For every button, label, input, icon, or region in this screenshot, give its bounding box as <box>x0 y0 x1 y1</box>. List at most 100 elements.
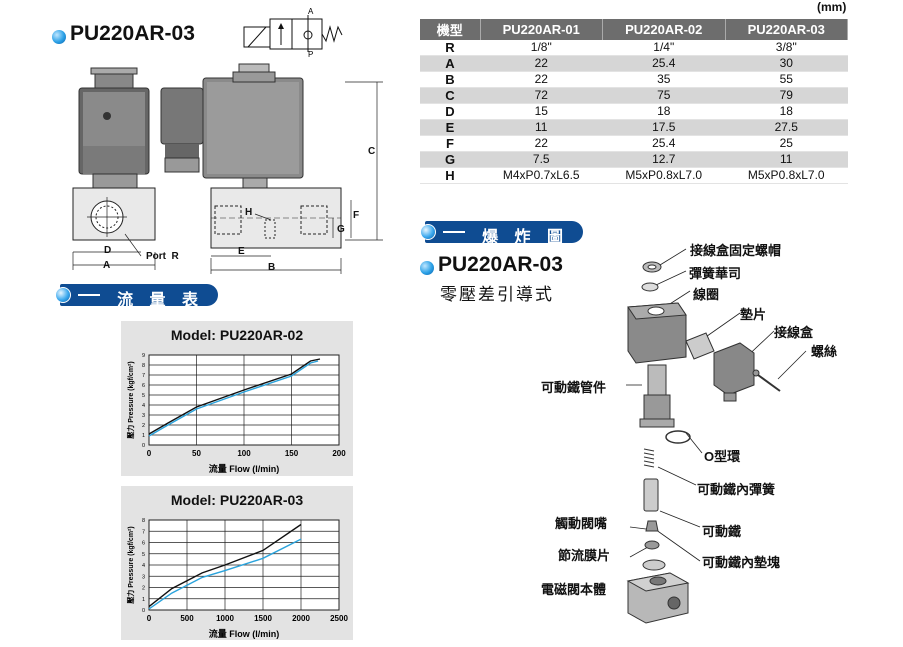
x-tick-label: 2000 <box>292 614 310 623</box>
chart-title-02: Model: PU220AR-02 <box>170 327 304 343</box>
flow-section-bullet <box>55 287 71 303</box>
dim-c-label: C <box>368 146 376 157</box>
y-tick-label: 8 <box>142 363 145 369</box>
dim-d-label: D <box>104 245 112 256</box>
y-tick-label: 0 <box>142 443 145 449</box>
series-line-0 <box>148 523 302 608</box>
part-label-nozzle: 觸動閥嘴 <box>555 516 608 531</box>
spec-cell: 22 <box>480 71 603 89</box>
spec-row-key: C <box>420 87 480 105</box>
model-title: PU220AR-03 <box>70 22 195 45</box>
part-label-washer: 彈簧華司 <box>689 266 742 281</box>
spec-header-cell: PU220AR-03 <box>725 19 848 40</box>
y-tick-label: 5 <box>142 552 145 558</box>
spec-row-key: R <box>420 40 480 57</box>
unit-label: (mm) <box>817 0 847 14</box>
y-tick-label: 5 <box>142 393 145 399</box>
x-tick-label: 0 <box>147 614 152 623</box>
spec-cell: 25.4 <box>602 55 725 73</box>
x-tick-label: 1500 <box>254 614 272 623</box>
spec-cell: 1/8" <box>480 40 603 57</box>
flow-section-bar: 流 量 表 <box>60 284 218 309</box>
spec-header-cell: PU220AR-01 <box>480 19 603 40</box>
spec-cell: 7.5 <box>480 151 603 169</box>
port-r-label: Port R <box>146 251 179 262</box>
series-line-1 <box>148 538 302 610</box>
spec-row-key: F <box>420 135 480 153</box>
spec-header-cell: PU220AR-02 <box>602 19 726 40</box>
y-tick-label: 6 <box>142 383 145 389</box>
part-label-nut: 接線盒固定螺帽 <box>690 243 782 258</box>
y-axis-label: 壓力 Pressure (kgf/cm²) <box>126 361 135 439</box>
dim-b-label: B <box>268 262 276 273</box>
spec-cell: 18 <box>602 103 725 121</box>
valve-symbol-icon: A P <box>243 7 343 57</box>
x-tick-label: 1000 <box>216 614 234 623</box>
spec-cell: 27.5 <box>725 119 848 137</box>
symbol-port-a: A <box>308 7 314 16</box>
y-tick-label: 6 <box>142 541 145 547</box>
exploded-section-bullet <box>420 224 436 240</box>
spec-cell: M4xP0.7xL6.5 <box>480 167 603 185</box>
y-axis-label: 壓力 Pressure (kgf/cm²) <box>126 526 135 604</box>
x-tick-label: 500 <box>180 614 194 623</box>
symbol-port-p: P <box>308 50 313 57</box>
spec-row-key: B <box>420 71 480 89</box>
spec-cell: 25 <box>725 135 848 153</box>
x-tick-label: 0 <box>147 449 152 458</box>
spec-row-key: G <box>420 151 480 169</box>
spec-cell: 25.4 <box>602 135 725 153</box>
y-tick-label: 2 <box>142 586 145 592</box>
y-tick-label: 4 <box>142 563 145 569</box>
dim-f-label: F <box>353 210 360 221</box>
spec-cell: M5xP0.8xL7.0 <box>725 167 848 185</box>
title-bullet <box>52 30 66 44</box>
y-tick-label: 8 <box>142 518 145 524</box>
part-label-screw: 螺絲 <box>811 344 838 359</box>
y-tick-label: 9 <box>142 353 145 359</box>
spec-cell: 18 <box>725 103 848 121</box>
exploded-view-illustration <box>626 248 807 624</box>
dim-g-label: G <box>337 224 345 235</box>
spec-cell: M5xP0.8xL7.0 <box>602 167 725 185</box>
spec-cell: 55 <box>725 71 848 89</box>
series-line-1 <box>148 360 319 437</box>
y-tick-label: 3 <box>142 413 145 419</box>
part-label-tube: 可動鐵管件 <box>541 380 607 395</box>
x-tick-label: 2500 <box>330 614 348 623</box>
spec-row-key: D <box>420 103 480 121</box>
spec-cell: 12.7 <box>602 151 725 169</box>
exploded-section-bar: 爆 炸 圖 <box>425 221 583 246</box>
x-tick-label: 100 <box>237 449 251 458</box>
dim-h-label: H <box>245 207 253 218</box>
spec-cell: 11 <box>480 119 603 137</box>
flow-section-label: 流 量 表 <box>117 292 204 309</box>
y-tick-label: 7 <box>142 529 145 535</box>
x-tick-label: 150 <box>285 449 299 458</box>
dimension-drawing <box>72 63 383 274</box>
part-label-junction-box: 接線盒 <box>774 325 814 340</box>
spec-cell: 35 <box>602 71 725 89</box>
x-axis-label: 流量 Flow (l/min) <box>209 628 280 639</box>
spec-cell: 72 <box>480 87 603 105</box>
spec-header-cell: 機型 <box>420 19 481 40</box>
spec-row-key: A <box>420 55 480 73</box>
part-label-pad: 可動鐵內墊塊 <box>702 555 781 570</box>
spec-cell: 22 <box>480 55 603 73</box>
part-label-body: 電磁閥本體 <box>541 582 607 597</box>
y-tick-label: 2 <box>142 423 145 429</box>
part-label-core: 可動鐵 <box>702 524 742 539</box>
exploded-title-bullet <box>420 261 434 275</box>
